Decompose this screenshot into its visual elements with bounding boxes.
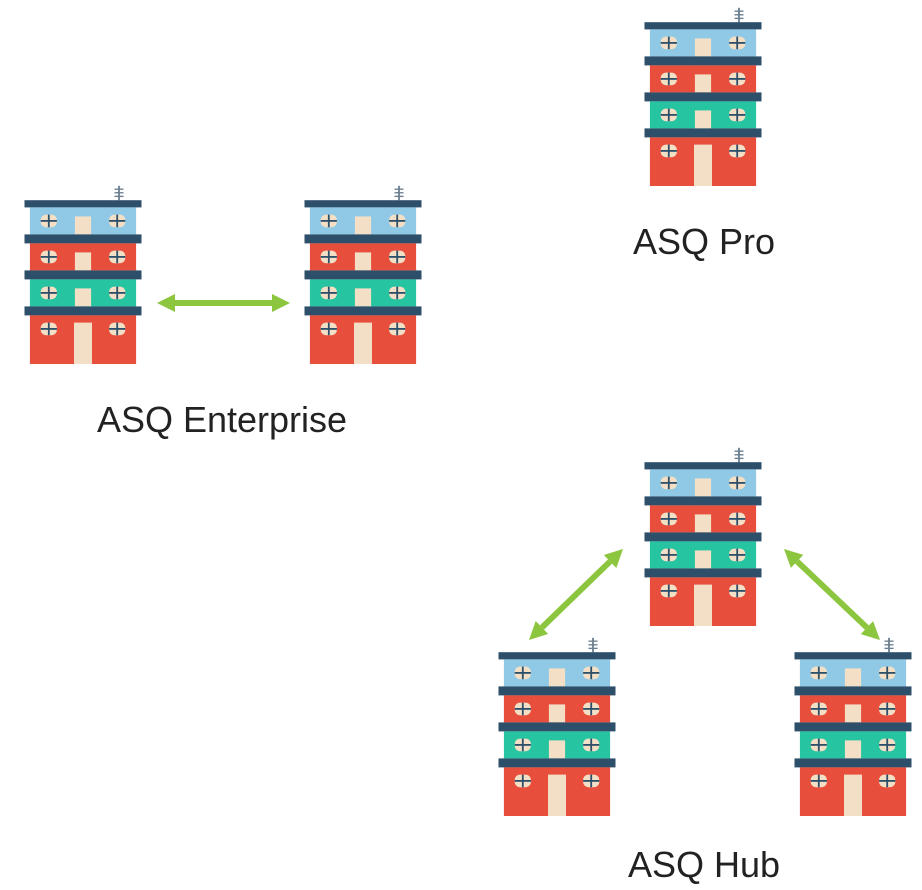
label-asq-hub: ASQ Hub bbox=[627, 844, 781, 885]
arrow-hub-left-link bbox=[529, 549, 623, 640]
label-asq-pro: ASQ Pro bbox=[632, 221, 776, 262]
arrow-enterprise-link bbox=[157, 294, 290, 312]
building-icon-hub-top bbox=[644, 447, 762, 626]
arrow-hub-right-link bbox=[784, 549, 880, 640]
building-icon-hub-left bbox=[498, 637, 616, 816]
building-icon-pro bbox=[644, 7, 762, 186]
label-asq-enterprise: ASQ Enterprise bbox=[96, 399, 348, 440]
building-icon-enterprise-left bbox=[24, 185, 142, 364]
building-icon-hub-right bbox=[794, 637, 912, 816]
building-icon-enterprise-right bbox=[304, 185, 422, 364]
